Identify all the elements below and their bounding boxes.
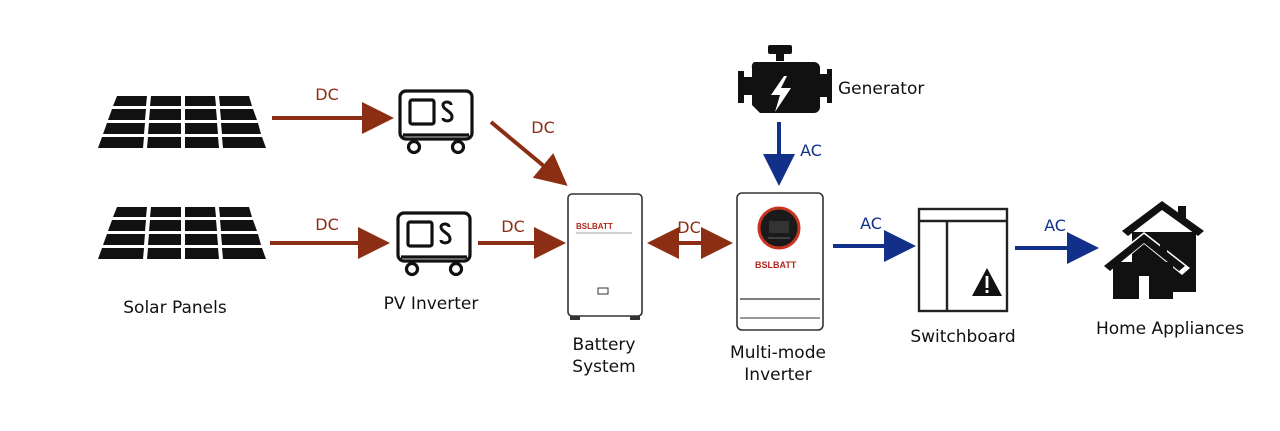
- dc-label-2: DC: [531, 118, 555, 137]
- generator-label: Generator: [838, 79, 925, 99]
- home-appliances-label: Home Appliances: [1095, 319, 1245, 339]
- ac-label-3: AC: [1044, 216, 1066, 235]
- multimode-inverter-label: Multi-mode Inverter: [730, 343, 826, 385]
- solar-panels-label: Solar Panels: [123, 298, 227, 318]
- house-icon: [1099, 201, 1204, 299]
- dc-label-5: DC: [677, 218, 701, 237]
- solar-panel-bottom-icon: [98, 207, 266, 259]
- dc-label-3: DC: [315, 215, 339, 234]
- ac-label-1: AC: [800, 141, 822, 160]
- dc-label-4: DC: [501, 217, 525, 236]
- pv-inverter-bottom-icon: [396, 211, 472, 277]
- pv-inverter-label: PV Inverter: [383, 294, 479, 314]
- battery-brand-logo: BSLBATT: [576, 222, 613, 231]
- battery-system-icon: BSLBATT: [567, 193, 643, 320]
- multimode-inverter-icon: BSLBATT: [736, 192, 824, 331]
- solar-panel-top-icon: [98, 96, 266, 148]
- switchboard-label: Switchboard: [910, 327, 1016, 347]
- ac-label-2: AC: [860, 214, 882, 233]
- switchboard-icon: [917, 207, 1009, 313]
- dc-arrow-inverter-top-to-battery: [489, 120, 568, 186]
- generator-engine-icon: [738, 45, 832, 113]
- dc-label-1: DC: [315, 85, 339, 104]
- battery-system-label: Battery System: [572, 335, 636, 377]
- pv-inverter-top-icon: [398, 89, 474, 155]
- inverter-brand-logo: BSLBATT: [755, 260, 797, 270]
